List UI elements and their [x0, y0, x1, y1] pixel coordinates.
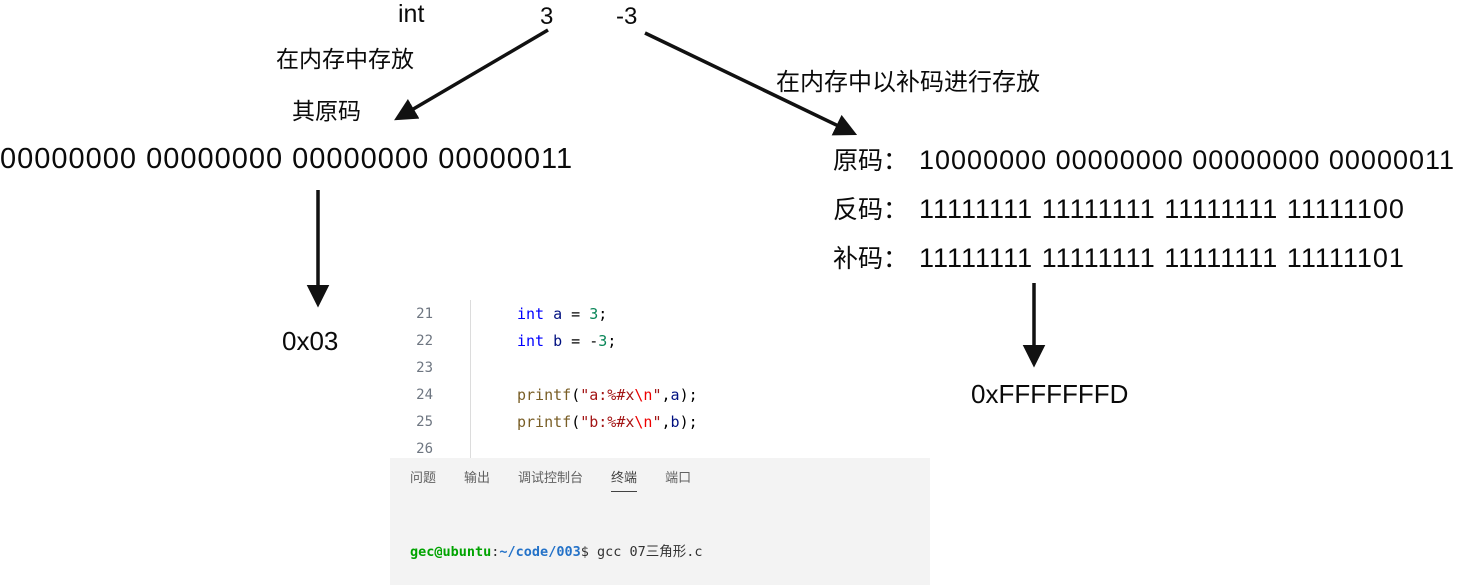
complement-code-row: 补码： 11111111 11111111 11111111 11111101 — [833, 239, 1455, 275]
negative-encoding-rows: 原码： 10000000 00000000 00000000 00000011 … — [833, 141, 1455, 288]
code-line: 22 int b = -3; — [390, 327, 930, 354]
int-type-label: int — [398, 0, 425, 28]
code-line: 21 int a = 3; — [390, 300, 930, 327]
line-number: 21 — [416, 305, 433, 322]
original-code-bits: 10000000 00000000 00000000 00000011 — [919, 145, 1456, 175]
complement-code-label: 补码： — [833, 245, 909, 273]
line-number: 24 — [416, 386, 433, 403]
bottom-panel: 问题 输出 调试控制台 终端 端口 gec@ubuntu:~/code/003$… — [390, 458, 930, 585]
tab-problems[interactable]: 问题 — [410, 470, 437, 485]
code-line: 24 printf("a:%#x\n",a); — [390, 381, 930, 408]
tab-ports[interactable]: 端口 — [665, 470, 692, 485]
line-number: 22 — [416, 332, 433, 349]
tab-terminal[interactable]: 终端 — [611, 467, 638, 492]
arrow-3-to-original-code — [394, 28, 549, 121]
positive-hex-value: 0x03 — [282, 326, 339, 356]
value-negative-3: -3 — [616, 3, 638, 30]
value-positive-3: 3 — [540, 3, 554, 30]
right-annotation-complement: 在内存中以补码进行存放 — [776, 69, 1040, 96]
line-number: 23 — [416, 359, 433, 376]
terminal-output[interactable]: gec@ubuntu:~/code/003$ gcc 07三角形.c gec@u… — [390, 492, 930, 585]
negative-hex-value: 0xFFFFFFFD — [971, 379, 1129, 409]
inverse-code-row: 反码： 11111111 11111111 11111111 11111100 — [833, 190, 1455, 226]
code-editor[interactable]: 21 int a = 3; 22 int b = -3; 23 24 print… — [390, 300, 930, 458]
code-text — [470, 354, 517, 381]
code-text: printf("a:%#x\n",a); — [470, 381, 698, 408]
line-number: 26 — [416, 440, 433, 457]
line-number: 25 — [416, 413, 433, 430]
code-text: int a = 3; — [470, 300, 607, 327]
code-line: 25 printf("b:%#x\n",b); — [390, 408, 930, 435]
positive-binary-value: 00000000 00000000 00000000 00000011 — [0, 143, 574, 175]
code-line: 26 — [390, 435, 930, 458]
tab-debug-console[interactable]: 调试控制台 — [518, 470, 584, 485]
code-text: int b = -3; — [470, 327, 616, 354]
panel-tab-bar: 问题 输出 调试控制台 终端 端口 — [390, 458, 930, 492]
original-code-label: 原码： — [833, 147, 909, 175]
terminal-line: gec@ubuntu:~/code/003$ gcc 07三角形.c — [410, 544, 703, 560]
tab-output[interactable]: 输出 — [464, 470, 491, 485]
inverse-code-bits: 11111111 11111111 11111111 11111100 — [919, 194, 1405, 224]
left-annotation-original-code: 其原码 — [292, 98, 361, 124]
left-annotation-stored-in-memory: 在内存中存放 — [276, 46, 414, 72]
complement-code-bits: 11111111 11111111 11111111 11111101 — [919, 243, 1405, 273]
code-text: printf("b:%#x\n",b); — [470, 408, 698, 435]
code-line: 23 — [390, 354, 930, 381]
original-code-row: 原码： 10000000 00000000 00000000 00000011 — [833, 141, 1455, 177]
code-text — [470, 435, 517, 458]
inverse-code-label: 反码： — [833, 196, 909, 224]
